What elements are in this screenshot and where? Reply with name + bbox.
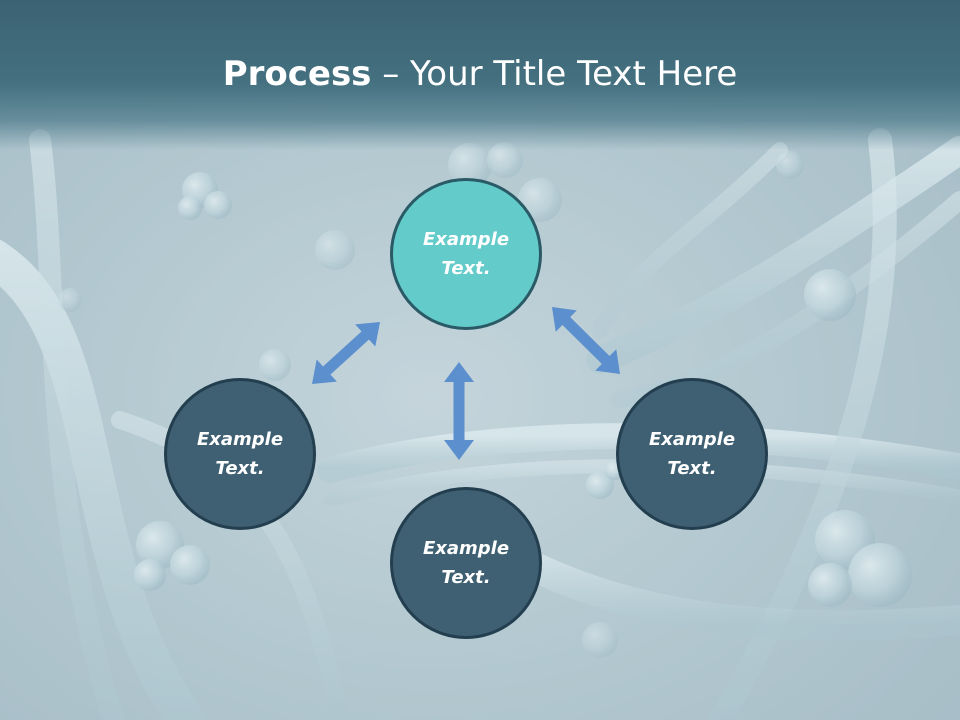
title-rest: – Your Title Text Here xyxy=(371,54,738,94)
process-node-bottom: Example Text. xyxy=(390,487,542,639)
process-node-left: Example Text. xyxy=(164,378,316,530)
arrow-top-bottom xyxy=(444,362,474,460)
arrow-top-right xyxy=(552,307,620,374)
process-node-left-label: Example Text. xyxy=(196,429,284,479)
process-node-bottom-label: Example Text. xyxy=(422,538,510,588)
arrow-top-left xyxy=(312,322,380,384)
process-node-right-label: Example Text. xyxy=(648,429,736,479)
process-node-right: Example Text. xyxy=(616,378,768,530)
process-node-top-label: Example Text. xyxy=(422,229,510,279)
title-strong: Process xyxy=(222,54,372,94)
slide-title: Process – Your Title Text Here xyxy=(0,48,960,100)
process-node-top: Example Text. xyxy=(390,178,542,330)
title-bar xyxy=(0,0,960,150)
